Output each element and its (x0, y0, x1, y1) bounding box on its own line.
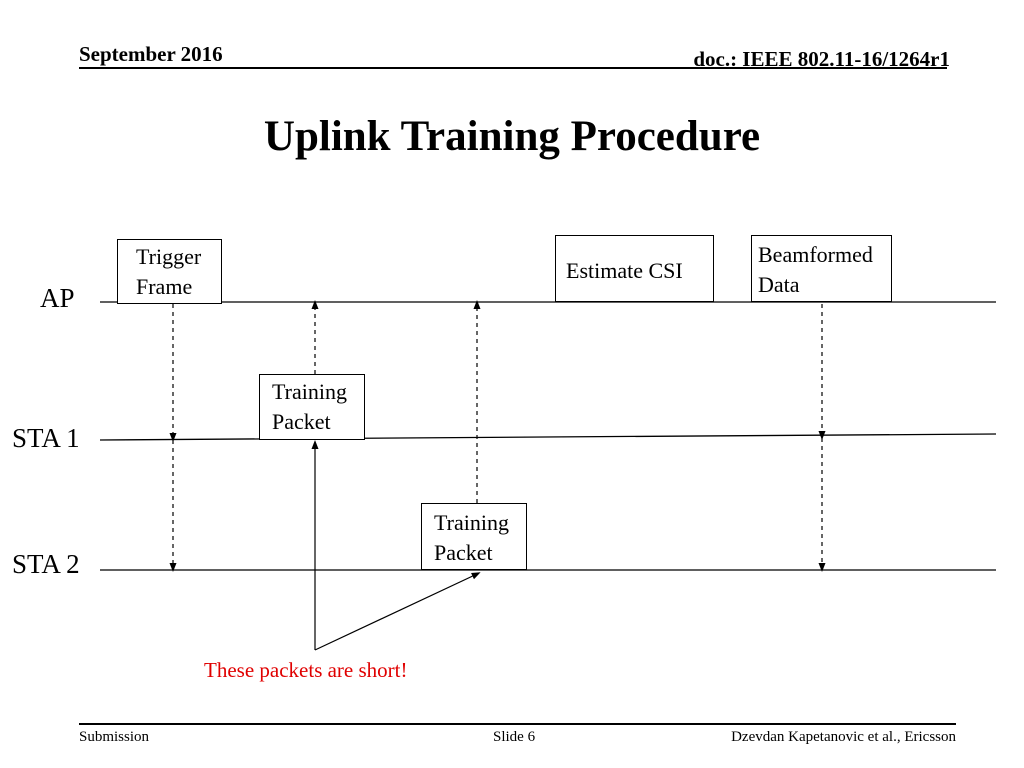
sta1-timeline (99, 433, 997, 441)
training-packet-sta2-line1: Training (434, 510, 509, 535)
short-packets-note: These packets are short! (204, 658, 408, 682)
slide-title: Uplink Training Procedure (263, 113, 761, 160)
header-divider (79, 67, 947, 69)
beamformed-data-line2: Data (758, 272, 800, 297)
footer-authors: Dzevdan Kapetanovic et al., Ericsson (731, 729, 956, 745)
training-packet-sta2-box: Training Packet (421, 503, 527, 570)
sta2-label: STA 2 (12, 549, 80, 579)
estimate-csi-box: Estimate CSI (555, 235, 714, 302)
training-packet-sta2-line2: Packet (434, 540, 493, 565)
training-packet-sta1-box: Training Packet (259, 374, 365, 440)
footer-submission: Submission (79, 729, 150, 745)
training-packet-sta1-line1: Training (272, 379, 347, 404)
estimate-csi-label: Estimate CSI (566, 258, 683, 283)
sta1-label: STA 1 (12, 423, 80, 453)
footer-slide-number: Slide 6 (493, 729, 536, 745)
beamformed-data-box: Beamformed Data (751, 235, 892, 302)
callout-arrow-training2 (314, 572, 481, 651)
trigger-frame-line1: Trigger (136, 244, 202, 269)
footer-divider (79, 723, 956, 725)
training-packet-sta1-line2: Packet (272, 409, 331, 434)
beamformed-data-line1: Beamformed (758, 242, 873, 267)
ap-label: AP (40, 283, 75, 313)
trigger-frame-box: Trigger Frame (117, 239, 222, 304)
header-date: September 2016 (79, 42, 223, 66)
trigger-frame-line2: Frame (136, 274, 193, 299)
